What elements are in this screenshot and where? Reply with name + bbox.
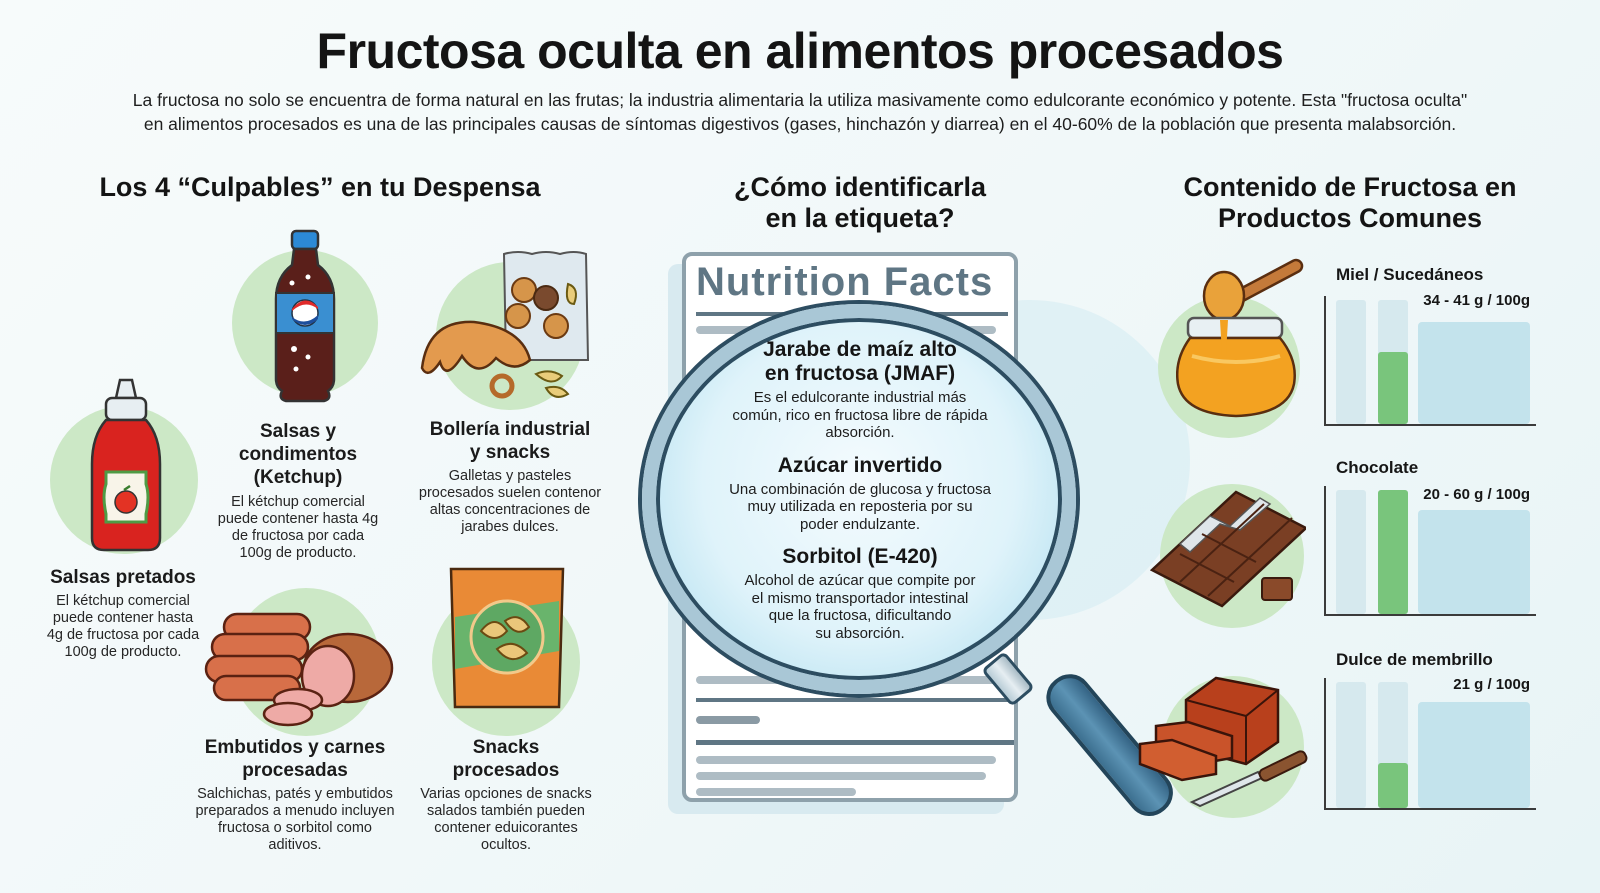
x-axis <box>1324 614 1536 616</box>
intro-paragraph: La fructosa no solo se encuentra de form… <box>60 88 1540 136</box>
sausages-cold-cuts-icon <box>202 604 398 728</box>
bar-fill <box>1378 762 1408 808</box>
y-axis <box>1324 678 1326 810</box>
product-name: Miel / Sucedáneos <box>1336 265 1484 284</box>
culprit-desc: El kétchup comercial puede contener hast… <box>217 494 379 561</box>
culprit-title: Salsas y condimentos (Ketchup) <box>238 421 358 488</box>
culprit-pastries-text: Bollería industrial y snacks Galletas y … <box>400 418 620 536</box>
culprit-desc: Galletas y pasteles procesados suelen co… <box>418 468 602 535</box>
ketchup-bottle-icon <box>84 378 168 554</box>
nutrition-facts-title: Nutrition Facts <box>696 260 994 304</box>
bar-wide <box>1418 510 1530 614</box>
fructose-bar-chart-chocolate: 20 - 60 g / 100g <box>1324 486 1536 616</box>
culprit-chips-text: Snacks procesados Varias opciones de sna… <box>396 736 616 854</box>
honey-jar-icon <box>1176 250 1310 422</box>
bar-fill <box>1378 490 1408 614</box>
intro-line-1: La fructosa no solo se encuentra de form… <box>132 90 1468 110</box>
bar-wide <box>1418 702 1530 808</box>
label-rule <box>696 740 1014 745</box>
culprit-title: Salsas pretados <box>50 567 196 588</box>
label-heading: ¿Cómo identificarla en la etiqueta? <box>733 172 987 233</box>
bar-track <box>1378 300 1408 424</box>
culprit-desc: Varias opciones de snacks salados tambié… <box>420 786 592 853</box>
product-value: 21 g / 100g <box>1453 676 1530 693</box>
label-line <box>696 772 986 780</box>
product-name: Chocolate <box>1336 458 1419 477</box>
bar-track <box>1378 490 1408 614</box>
culprits-heading: Los 4 “Culpables” en tu Despensa <box>99 172 541 202</box>
soda-bottle-icon <box>272 229 338 404</box>
page-title: Fructosa oculta en alimentos procesados <box>316 23 1284 79</box>
intro-line-2: en alimentos procesados es una de las pr… <box>143 114 1457 134</box>
culprit-title: Snacks procesados <box>452 737 560 781</box>
label-line <box>696 716 760 724</box>
culprit-title: Bollería industrial y snacks <box>429 419 591 463</box>
product-value: 20 - 60 g / 100g <box>1423 486 1530 503</box>
culprit-desc: Salchichas, patés y embutidos preparados… <box>195 786 395 853</box>
culprit-title: Embutidos y carnes procesadas <box>204 737 386 781</box>
y-axis <box>1324 486 1326 616</box>
label-entry-invert-sugar: Azúcar invertido Una combinación de gluc… <box>729 453 991 533</box>
bar-fill <box>1378 352 1408 424</box>
y-axis <box>1324 296 1326 426</box>
label-entries: Jarabe de maíz alto en fructosa (JMAF) E… <box>700 338 1020 642</box>
culprit-ketchup-text: Salsas pretados El kétchup comercial pue… <box>28 566 218 661</box>
label-rule <box>696 698 1008 702</box>
culprit-desc: El kétchup comercial puede contener hast… <box>46 593 200 660</box>
chips-bag-icon <box>447 565 567 711</box>
chocolate-bar-icon <box>1150 484 1306 618</box>
fructose-bar-chart-honey: 34 - 41 g / 100g <box>1324 292 1536 426</box>
x-axis <box>1324 808 1536 810</box>
culprit-sausages-text: Embutidos y carnes procesadas Salchichas… <box>170 736 420 854</box>
label-entry-jmaf: Jarabe de maíz alto en fructosa (JMAF) E… <box>732 338 988 441</box>
quince-paste-icon <box>1138 672 1322 812</box>
product-name: Dulce de membrillo <box>1336 650 1493 669</box>
fructose-bar-chart-membrillo: 21 g / 100g <box>1324 676 1536 810</box>
bar-track <box>1336 300 1366 424</box>
label-entry-sorbitol: Sorbitol (E-420) Alcohol de azúcar que c… <box>744 545 976 642</box>
label-line <box>696 788 856 796</box>
pastries-snacks-icon <box>418 250 593 410</box>
bar-track <box>1378 682 1408 808</box>
bar-track <box>1336 490 1366 614</box>
x-axis <box>1324 424 1536 426</box>
content-heading: Contenido de Fructosa en Productos Comun… <box>1183 172 1517 233</box>
bar-wide <box>1418 322 1530 424</box>
bar-track <box>1336 682 1366 808</box>
product-value: 34 - 41 g / 100g <box>1423 292 1530 309</box>
culprit-soda-text: Salsas y condimentos (Ketchup) El kétchu… <box>200 420 396 562</box>
label-line <box>696 756 996 764</box>
